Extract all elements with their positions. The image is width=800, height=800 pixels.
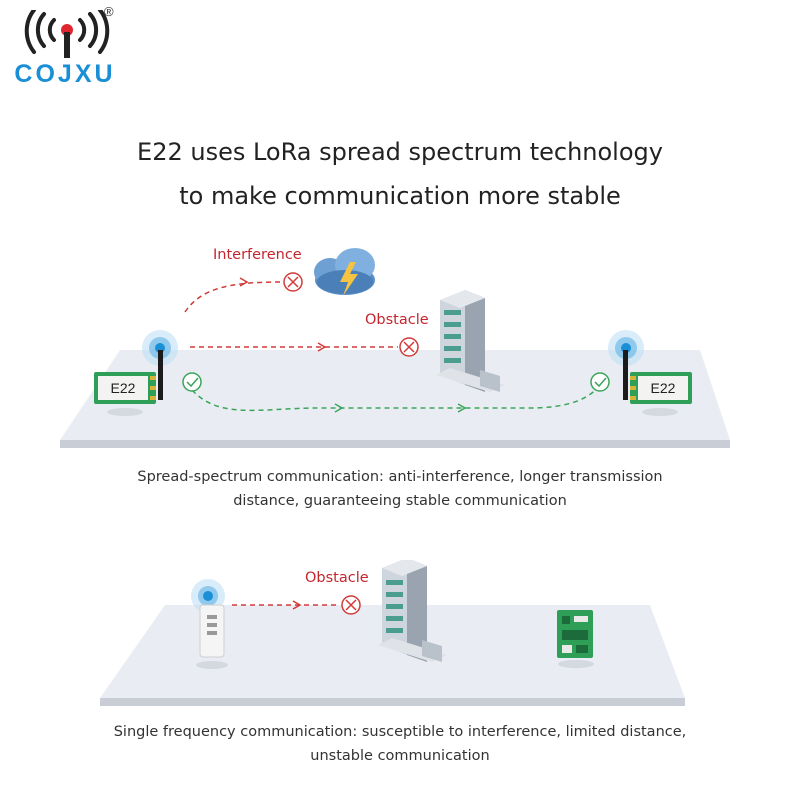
- scene2-caption-line-1: Single frequency communication: suscepti…: [113, 724, 687, 740]
- scene1-caption-line-2: distance, guaranteeing stable communicat…: [233, 493, 567, 509]
- left-module-label: E22: [110, 380, 136, 396]
- scene1-caption-line-1: Spread-spectrum communication: anti-inte…: [137, 469, 663, 485]
- headline-line-2: to make communication more stable: [179, 182, 621, 210]
- right-module-label: E22: [650, 380, 676, 396]
- left-success-icon: [182, 372, 202, 392]
- scene2-diagram: [100, 560, 685, 706]
- scene2-platform-edge: [100, 698, 685, 706]
- scene2-caption-line-2: unstable communication: [310, 748, 490, 764]
- remote-transmitter-icon: [191, 579, 228, 669]
- registered-mark: ®: [104, 4, 114, 19]
- building-icon: [436, 290, 505, 392]
- storm-cloud-icon: [314, 248, 375, 296]
- receiver-board-icon: [557, 610, 594, 668]
- scene2-obstacle-fail-icon: [341, 595, 361, 615]
- scene1-diagram: [60, 248, 730, 448]
- scene1-platform-edge: [60, 440, 730, 448]
- brand-name: COJXU: [14, 60, 116, 88]
- success-path: [191, 384, 601, 412]
- interference-label: Interference: [213, 247, 302, 263]
- scene1-obstacle-label: Obstacle: [365, 312, 429, 328]
- right-success-icon: [590, 372, 610, 392]
- scene2-obstacle-label: Obstacle: [305, 570, 369, 586]
- wifi-antenna-icon: [24, 10, 110, 58]
- interference-path: [184, 281, 281, 313]
- headline-line-1: E22 uses LoRa spread spectrum technology: [137, 138, 663, 166]
- right-e22-module: [608, 330, 692, 416]
- interference-fail-icon: [283, 272, 303, 292]
- left-e22-module: [94, 330, 178, 416]
- obstacle-fail-icon: [399, 337, 419, 357]
- scene1-platform: [60, 350, 730, 440]
- scene2-building-icon: [378, 560, 447, 662]
- scene2-platform: [100, 605, 685, 698]
